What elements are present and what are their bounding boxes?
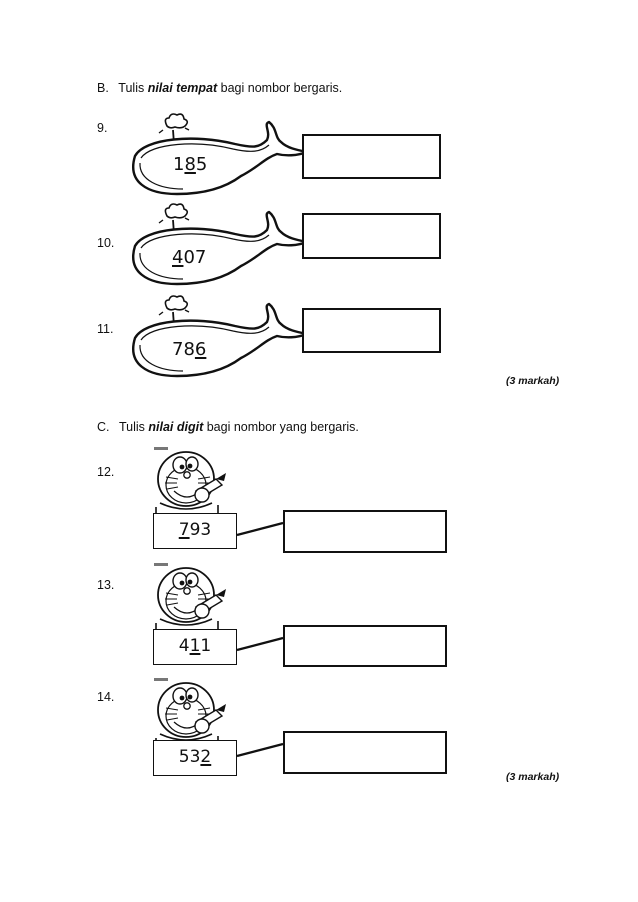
doraemon-with-pencil-icon xyxy=(153,446,227,518)
answer-box-14[interactable] xyxy=(283,731,447,774)
digit: 1 xyxy=(200,636,212,656)
section-b-heading: B. Tulis nilai tempat bagi nombor bergar… xyxy=(97,81,342,95)
digit-underlined: 4 xyxy=(172,247,184,268)
digit: 9 xyxy=(189,520,201,540)
connector-line xyxy=(236,521,284,537)
section-b-text-2: bagi nombor bergaris. xyxy=(217,81,343,95)
digit: 3 xyxy=(189,747,201,767)
digit: 0 xyxy=(183,247,195,268)
question-14-number: 14. xyxy=(97,690,115,704)
whale-icon xyxy=(132,202,309,286)
digit-underlined: 6 xyxy=(194,339,207,360)
digit: 8 xyxy=(183,339,195,360)
whale-icon xyxy=(132,112,309,196)
question-12-number: 12. xyxy=(97,465,115,479)
question-9-number: 9. xyxy=(97,121,108,135)
section-c-letter: C. xyxy=(97,420,110,434)
section-c-heading: C. Tulis nilai digit bagi nombor yang be… xyxy=(97,420,359,434)
digit-underlined: 2 xyxy=(200,747,212,767)
section-c-text-2: bagi nombor yang bergaris. xyxy=(203,420,359,434)
digit-underlined: 1 xyxy=(189,636,201,656)
question-11-number: 11. xyxy=(97,322,114,336)
question-13-number: 13. xyxy=(97,578,115,592)
section-b-letter: B. xyxy=(97,81,109,95)
section-c-marks: (3 markah) xyxy=(506,771,560,783)
answer-box-13[interactable] xyxy=(283,625,447,667)
digit: 7 xyxy=(172,339,184,360)
section-c-text-1: Tulis xyxy=(118,420,149,434)
section-b-marks: (3 markah) xyxy=(506,375,560,387)
question-10-number: 10. xyxy=(97,236,115,250)
connector-line xyxy=(236,636,284,652)
section-c-emph: nilai digit xyxy=(148,420,204,434)
digit: 5 xyxy=(178,747,190,767)
whale-number-9: 185 xyxy=(173,154,207,175)
digit-underlined: 7 xyxy=(178,520,190,540)
section-b-emph: nilai tempat xyxy=(147,81,218,95)
doraemon-with-pencil-icon xyxy=(153,562,227,634)
answer-box-11[interactable] xyxy=(302,308,441,353)
digit: 4 xyxy=(178,636,190,656)
answer-box-12[interactable] xyxy=(283,510,447,553)
digit-underlined: 8 xyxy=(184,154,196,175)
digit: 1 xyxy=(173,154,185,175)
digit: 7 xyxy=(194,247,207,268)
connector-line xyxy=(236,742,284,758)
whale-number-10: 407 xyxy=(172,247,206,268)
number-box-14: 532 xyxy=(153,740,237,776)
answer-box-10[interactable] xyxy=(302,213,441,259)
whale-icon xyxy=(132,294,309,378)
number-box-12: 793 xyxy=(153,513,237,549)
section-b-text-1: Tulis xyxy=(118,81,148,95)
digit: 5 xyxy=(195,154,208,175)
number-box-13: 411 xyxy=(153,629,237,665)
digit: 3 xyxy=(200,520,212,540)
answer-box-9[interactable] xyxy=(302,134,441,179)
whale-number-11: 786 xyxy=(172,339,206,360)
